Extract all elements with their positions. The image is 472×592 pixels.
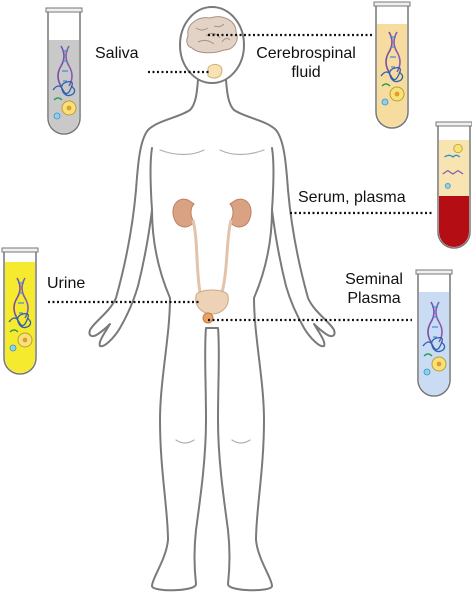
test-tube-icon	[45, 7, 83, 135]
label-serum-plasma: Serum, plasma	[298, 189, 406, 206]
test-tube-icon	[373, 1, 411, 129]
label-seminal-line2: Plasma	[347, 290, 401, 307]
label-seminal-plasma: Seminal Plasma	[334, 270, 414, 308]
prostate	[202, 312, 214, 324]
test-tube-icon	[1, 247, 39, 375]
label-csf-line1: Cerebrospinal	[256, 45, 356, 62]
leader-lines	[48, 33, 432, 322]
human-body-outline	[88, 6, 336, 592]
test-tube-icon	[415, 269, 453, 397]
label-cerebrospinal-fluid: Cerebrospinal fluid	[244, 44, 368, 82]
label-csf-line2: fluid	[291, 64, 321, 81]
right-kidney	[229, 198, 252, 228]
salivary-gland	[207, 63, 223, 79]
test-tube-icon	[435, 121, 472, 249]
left-kidney	[172, 198, 195, 228]
label-saliva: Saliva	[95, 45, 139, 62]
body-silhouette	[88, 79, 336, 592]
label-urine: Urine	[47, 275, 86, 292]
kidneys	[172, 198, 252, 293]
head	[179, 6, 245, 84]
bladder	[195, 289, 229, 315]
brain	[186, 16, 238, 54]
label-seminal-line1: Seminal	[345, 271, 403, 288]
